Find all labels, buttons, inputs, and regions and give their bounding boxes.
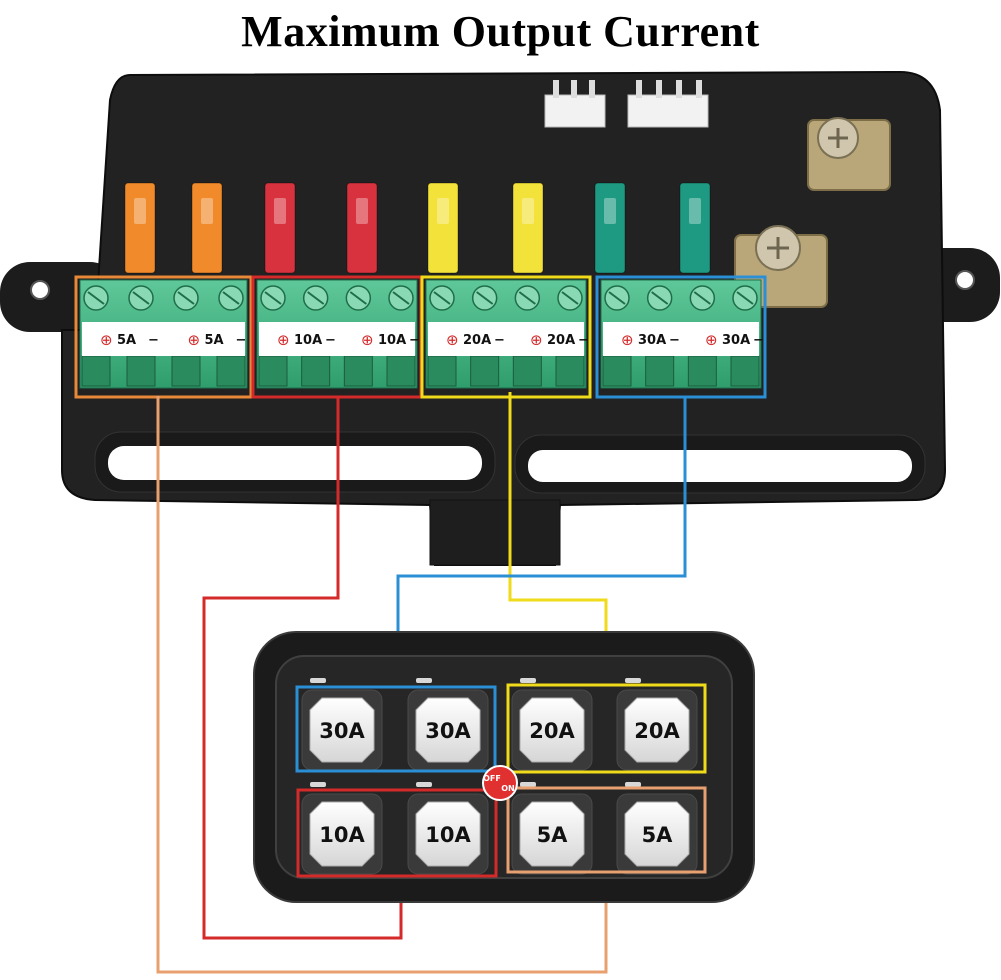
- terminal-label: 5A: [205, 333, 224, 348]
- switch-button-label: 5A: [537, 823, 569, 847]
- fuse: [346, 182, 378, 274]
- terminal-group-outline: [595, 275, 767, 399]
- terminal-plus-symbol: ⊕: [621, 331, 634, 349]
- fuse: [512, 182, 544, 274]
- fuse-row: [124, 182, 711, 274]
- switch-button[interactable]: 10A: [301, 782, 383, 875]
- switch-button[interactable]: 5A: [616, 782, 698, 875]
- fuse: [679, 182, 711, 274]
- terminal-label: 30A: [722, 333, 750, 348]
- fuse: [427, 182, 459, 274]
- terminal-minus-symbol: −: [494, 333, 505, 348]
- terminal-group: ⊕5A−⊕5A−: [74, 275, 253, 399]
- terminal-minus-symbol: −: [409, 333, 420, 348]
- terminal-plus-symbol: ⊕: [188, 331, 201, 349]
- switch-button[interactable]: 20A: [616, 678, 698, 771]
- terminal-label: 10A: [378, 333, 406, 348]
- terminal-group: ⊕10A−⊕10A−: [251, 275, 423, 399]
- terminal-plus-symbol: ⊕: [530, 331, 543, 349]
- terminal-label: 10A: [294, 333, 322, 348]
- terminal-label: 20A: [547, 333, 575, 348]
- terminal-label: 30A: [638, 333, 666, 348]
- terminal-minus-symbol: −: [753, 333, 764, 348]
- terminal-group-outline: [420, 275, 592, 399]
- terminal-label: 5A: [117, 333, 136, 348]
- terminal-plus-symbol: ⊕: [277, 331, 290, 349]
- power-toggle[interactable]: OFF ON: [482, 765, 518, 801]
- switch-button[interactable]: 20A: [511, 678, 593, 771]
- fuse: [124, 182, 156, 274]
- terminal-minus-symbol: −: [578, 333, 589, 348]
- switch-button[interactable]: 5A: [511, 782, 593, 875]
- terminal-group: ⊕20A−⊕20A−: [420, 275, 592, 399]
- fuse: [191, 182, 223, 274]
- fuse: [594, 182, 626, 274]
- power-on-label: ON: [501, 784, 515, 793]
- power-off-label: OFF: [483, 774, 501, 783]
- terminal-plus-symbol: ⊕: [100, 331, 113, 349]
- switch-button-label: 20A: [529, 719, 575, 743]
- switch-buttons: 30A 30A 20A 20A 10A 10A 5A 5A: [301, 678, 698, 875]
- terminal-plus-symbol: ⊕: [705, 331, 718, 349]
- switch-button-label: 30A: [319, 719, 365, 743]
- group-outline-yellow: [506, 683, 707, 774]
- terminal-minus-symbol: −: [669, 333, 680, 348]
- wire-orange: [156, 396, 608, 974]
- switch-button-label: 30A: [425, 719, 471, 743]
- switch-button[interactable]: 30A: [407, 678, 489, 771]
- switch-button-label: 5A: [642, 823, 674, 847]
- page-title: Maximum Output Current: [241, 7, 760, 56]
- terminal-minus-symbol: −: [148, 333, 159, 348]
- terminal-minus-symbol: −: [236, 333, 247, 348]
- terminal-plus-symbol: ⊕: [361, 331, 374, 349]
- switch-button[interactable]: 10A: [407, 782, 489, 875]
- switch-button-label: 20A: [634, 719, 680, 743]
- wire-red: [202, 398, 403, 940]
- terminal-group-outline: [74, 275, 253, 399]
- terminal-minus-symbol: −: [325, 333, 336, 348]
- terminal-label: 20A: [463, 333, 491, 348]
- group-outline-red: [296, 788, 498, 878]
- switch-button-label: 10A: [319, 823, 365, 847]
- fuse: [264, 182, 296, 274]
- top-connector-left: [544, 80, 606, 128]
- switch-button[interactable]: 30A: [301, 678, 383, 771]
- group-outline-orange: [506, 786, 707, 874]
- power-stud-top: [807, 117, 891, 191]
- top-connector-right: [627, 80, 709, 128]
- terminal-plus-symbol: ⊕: [446, 331, 459, 349]
- switch-button-label: 10A: [425, 823, 471, 847]
- terminal-row: ⊕5A−⊕5A−⊕10A−⊕10A−⊕20A−⊕20A−⊕30A−⊕30A−: [74, 275, 767, 399]
- terminal-group: ⊕30A−⊕30A−: [595, 275, 767, 399]
- group-outline-blue: [295, 685, 497, 773]
